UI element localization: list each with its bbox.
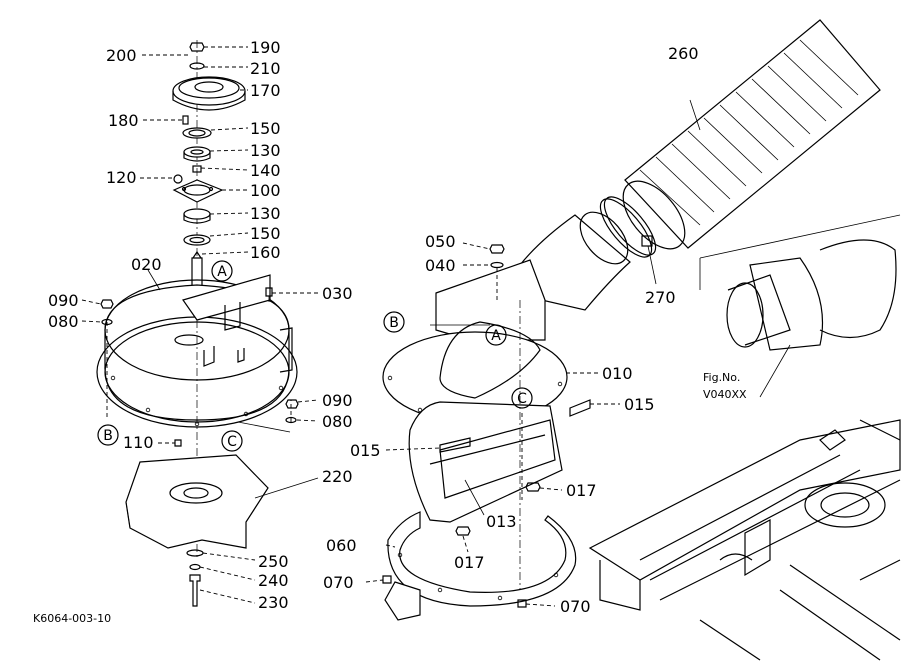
part-label-015-right: 015 xyxy=(624,395,655,414)
callout-c-right xyxy=(511,387,533,409)
callout-c-right-text: C xyxy=(517,391,527,407)
part-label-160: 160 xyxy=(250,243,281,262)
part-label-180: 180 xyxy=(108,111,139,130)
part-label-270: 270 xyxy=(645,288,676,307)
callout-b-left xyxy=(97,424,119,446)
callout-c-left-text: C xyxy=(227,434,237,450)
part-label-013: 013 xyxy=(486,512,517,531)
part-label-070-left: 070 xyxy=(323,573,354,592)
callout-a-right-text: A xyxy=(491,328,501,344)
part-label-090-left: 090 xyxy=(48,291,79,310)
mower-deck xyxy=(588,419,901,661)
part-label-130-lower: 130 xyxy=(250,204,281,223)
blade-220 xyxy=(125,454,269,549)
callout-b-right-text: B xyxy=(389,315,399,331)
part-label-090-right: 090 xyxy=(322,391,353,410)
part-label-017-lower: 017 xyxy=(454,553,485,572)
part-label-250: 250 xyxy=(258,552,289,571)
part-label-190: 190 xyxy=(250,38,281,57)
part-label-040: 040 xyxy=(425,256,456,275)
callout-a-right xyxy=(485,324,507,346)
figure-code: K6064-003-10 xyxy=(33,612,111,625)
callout-c-left xyxy=(221,430,243,452)
callout-b-right xyxy=(383,311,405,333)
callout-a-left xyxy=(211,260,233,282)
part-label-130-upper: 130 xyxy=(250,141,281,160)
part-label-030: 030 xyxy=(322,284,353,303)
figure-ref-line1: Fig.No. xyxy=(703,371,740,384)
chute-010 xyxy=(382,211,631,600)
part-label-080-right: 080 xyxy=(322,412,353,431)
part-label-060: 060 xyxy=(326,536,357,555)
hub-stack xyxy=(172,40,246,295)
part-label-210: 210 xyxy=(250,59,281,78)
callout-b-left-text: B xyxy=(103,428,113,444)
part-label-240: 240 xyxy=(258,571,289,590)
part-label-080-left: 080 xyxy=(48,312,79,331)
hose-260 xyxy=(622,19,881,250)
leader-lines xyxy=(81,46,701,607)
blade-fasteners xyxy=(186,549,204,607)
part-label-200: 200 xyxy=(106,46,137,65)
part-label-017-right: 017 xyxy=(566,481,597,500)
part-label-150-lower: 150 xyxy=(250,224,281,243)
part-label-260: 260 xyxy=(668,44,699,63)
callouts: A A B B C C xyxy=(97,260,533,452)
part-label-220: 220 xyxy=(322,467,353,486)
ring-060 xyxy=(382,511,577,621)
part-label-120: 120 xyxy=(106,168,137,187)
part-label-020: 020 xyxy=(131,255,162,274)
callout-a-left-text: A xyxy=(217,264,227,280)
figure-ref-line2: V040XX xyxy=(703,388,747,401)
part-label-070-right: 070 xyxy=(560,597,591,616)
part-label-150-upper: 150 xyxy=(250,119,281,138)
part-number-labels: 190 200 210 170 180 150 130 120 140 100 … xyxy=(48,38,699,616)
part-label-100: 100 xyxy=(250,181,281,200)
part-label-170: 170 xyxy=(250,81,281,100)
clamp-270 xyxy=(599,196,657,258)
part-label-230: 230 xyxy=(258,593,289,612)
part-label-140: 140 xyxy=(250,161,281,180)
part-label-110: 110 xyxy=(123,433,154,452)
part-label-010: 010 xyxy=(602,364,633,383)
part-label-015-left: 015 xyxy=(350,441,381,460)
part-label-050: 050 xyxy=(425,232,456,251)
housing-020 xyxy=(96,274,299,560)
reference-inset xyxy=(699,214,901,398)
